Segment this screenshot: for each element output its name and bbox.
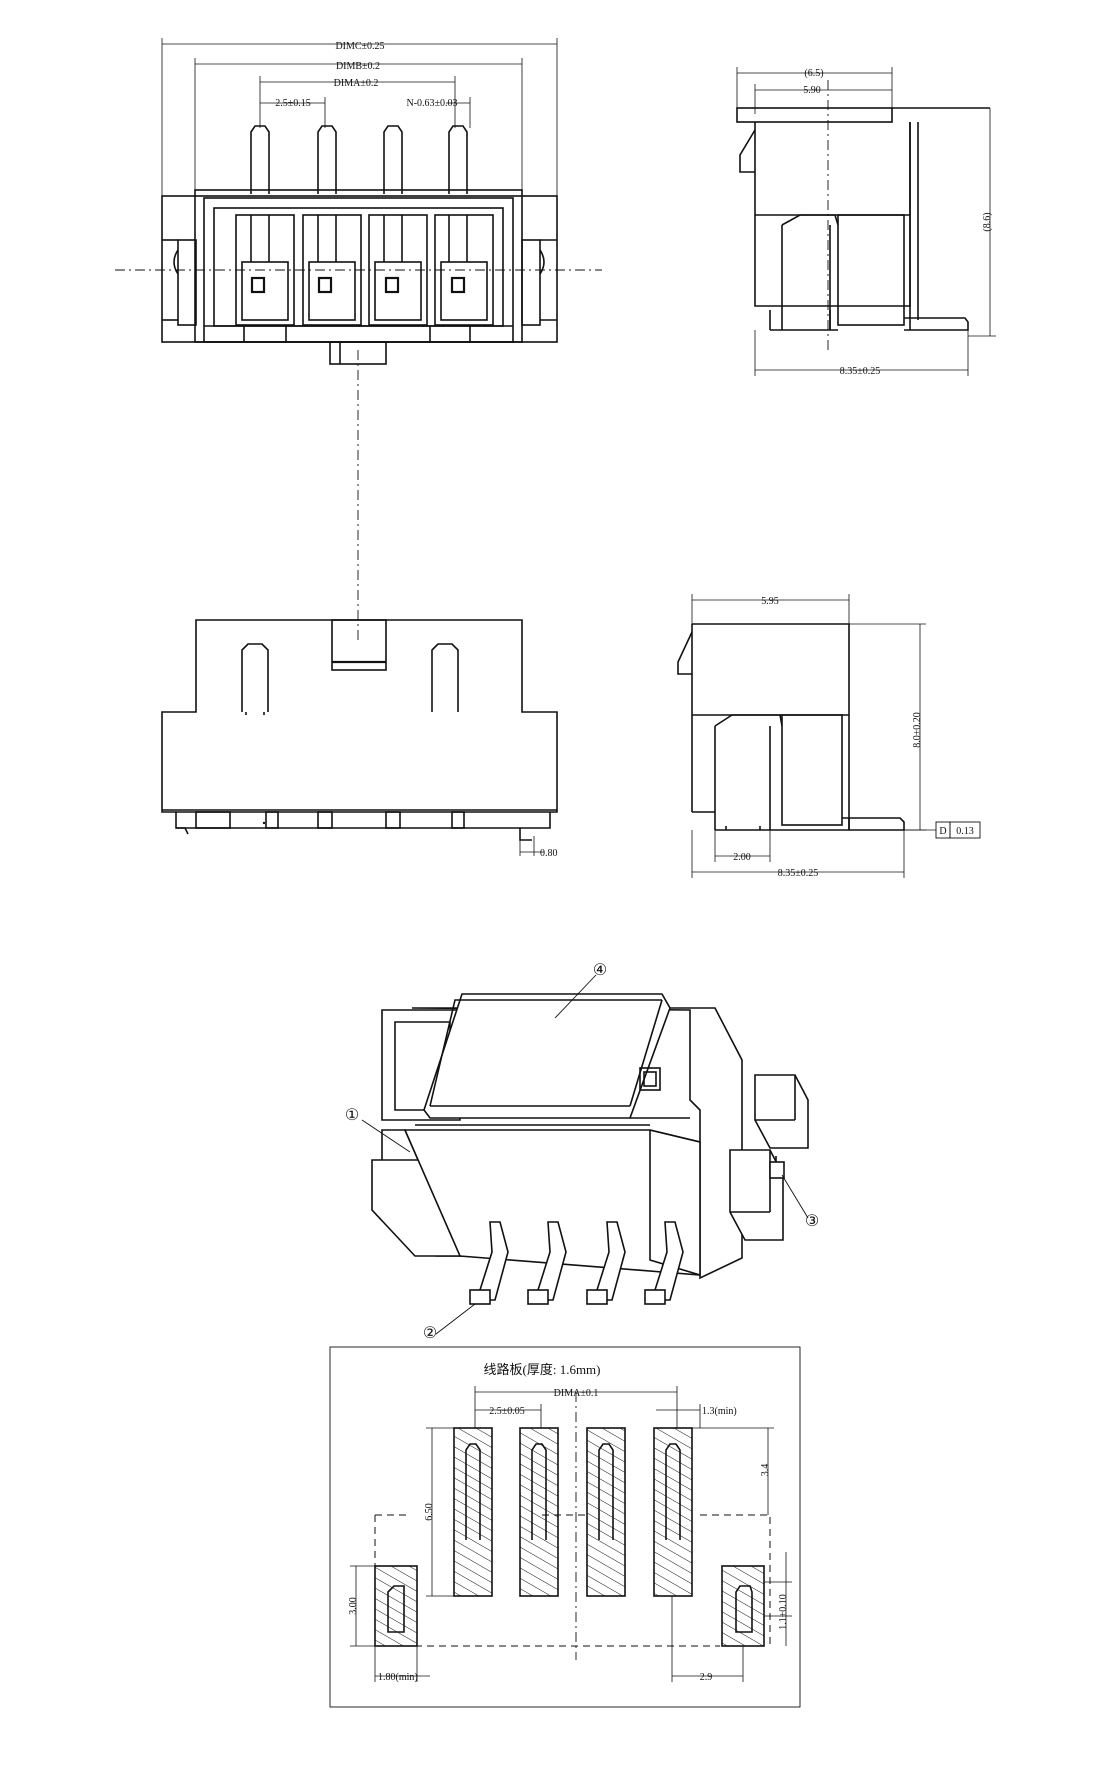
- side-overall-width: (6.5): [804, 68, 823, 79]
- side-view-bottom: 5.95 8.0±0.20 D 0.13 2.00 8.35±0.2: [677, 594, 981, 879]
- dim-c-label: DIMC±0.25: [335, 41, 384, 52]
- isometric-pins: [469, 1221, 684, 1305]
- lead-offset: 0.80: [540, 848, 558, 859]
- side-view-top: (6.5) 5.90 (8.6) 8.35±0.25: [736, 67, 996, 377]
- callout-2: ②: [423, 1325, 437, 1342]
- flatness-symbol: D: [939, 826, 946, 837]
- pcb-pad-width: 1.3(min): [702, 1406, 737, 1417]
- pin-width-label: N-0.63±0.03: [406, 98, 457, 109]
- callout-1: ①: [345, 1107, 359, 1124]
- pcb-mount-pads: [374, 1565, 765, 1647]
- pcb-pitch: 2.5±0.05: [489, 1406, 525, 1417]
- flatness-value: 0.13: [956, 826, 974, 837]
- isometric-view: ④ ① ③ ②: [345, 962, 819, 1342]
- side2-depth: 8.35±0.25: [778, 868, 819, 879]
- side-height: (8.6): [982, 212, 993, 231]
- pcb-pad-length: 6.50: [424, 1503, 435, 1521]
- side-depth: 8.35±0.25: [840, 366, 881, 377]
- callout-3: ③: [805, 1213, 819, 1230]
- pcb-title: 线路板(厚度: 1.6mm): [484, 1362, 601, 1377]
- dim-a-label: DIMA±0.2: [334, 78, 379, 89]
- pcb-signal-pads: [453, 1427, 693, 1597]
- pcb-mount-spacing: 2.9: [700, 1672, 713, 1683]
- side2-lead: 2.00: [733, 852, 751, 863]
- pcb-layout: 线路板(厚度: 1.6mm) DIMA±0.1 2.5±0.05 1.3(min…: [329, 1346, 801, 1708]
- pcb-mount-width: 1.80(min): [378, 1672, 418, 1683]
- pcb-mount-height: 3.00: [348, 1597, 359, 1615]
- front-cavities: [235, 214, 494, 326]
- side2-height: 8.0±0.20: [912, 712, 923, 748]
- side-body-width: 5.90: [803, 85, 821, 96]
- bottom-view: 0.80: [161, 619, 558, 859]
- dim-b-label: DIMB±0.2: [336, 61, 380, 72]
- callout-4: ④: [593, 962, 607, 979]
- pcb-mount-slot: 1.1±0.10: [778, 1594, 789, 1630]
- side2-width: 5.95: [761, 596, 779, 607]
- front-view: DIMC±0.25 DIMB±0.2 DIMA±0.2 2.5±0.15 N-0…: [115, 38, 602, 640]
- pcb-pad-offset: 3.4: [760, 1464, 771, 1477]
- pitch-label: 2.5±0.15: [275, 98, 311, 109]
